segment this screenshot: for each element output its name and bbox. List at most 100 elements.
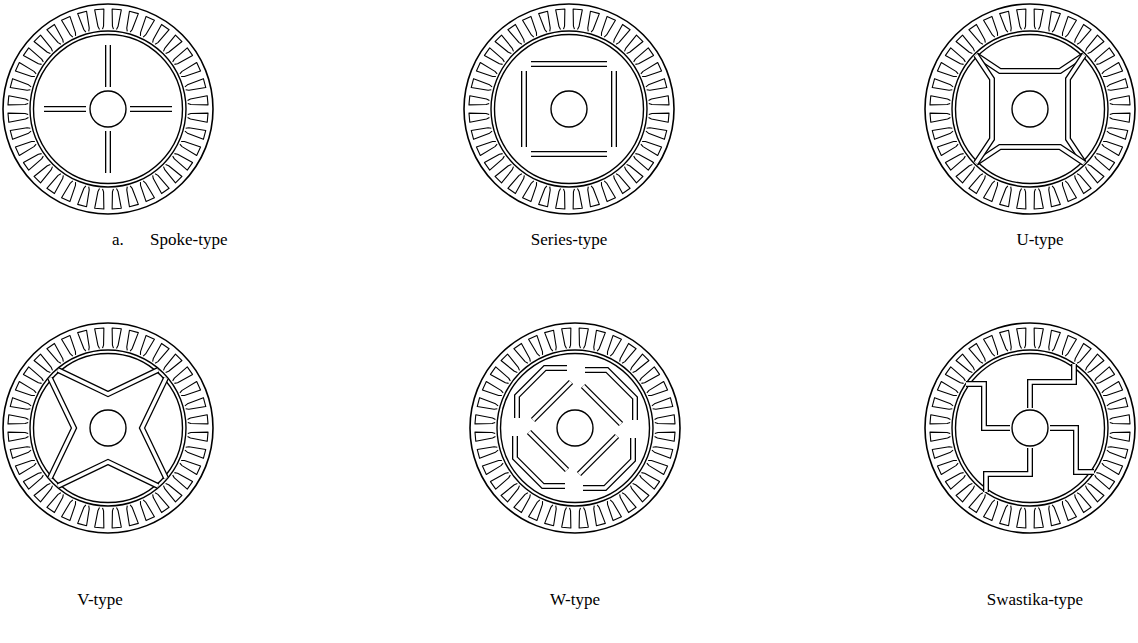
stator-slot xyxy=(482,460,503,474)
stator-slot xyxy=(607,335,621,356)
stator-bore xyxy=(30,31,186,187)
stator-slot xyxy=(601,16,615,37)
stator-slot xyxy=(62,335,76,356)
stator-slot xyxy=(95,9,104,29)
magnet-slot-inner xyxy=(515,436,565,486)
stator-slot xyxy=(180,382,201,396)
stator-slot xyxy=(634,48,654,64)
magnet-slot-inner xyxy=(522,71,525,147)
stator-slot xyxy=(112,9,121,29)
stator-slot xyxy=(655,432,675,441)
magnet-slot-inner xyxy=(579,436,617,474)
stator-slot xyxy=(514,493,530,513)
stator-slot xyxy=(471,79,492,91)
motor-w xyxy=(470,323,680,533)
stator-slot xyxy=(594,505,606,526)
stator-slot xyxy=(932,398,953,410)
stator-slot xyxy=(180,141,201,155)
stator-slot xyxy=(140,181,154,202)
rotor-outline xyxy=(956,354,1105,503)
magnet-slot xyxy=(58,462,158,486)
stator-slot xyxy=(640,367,660,383)
stator-slot xyxy=(634,154,654,170)
stator-slot xyxy=(1102,63,1123,77)
stator-slot xyxy=(1095,154,1115,170)
stator-slot xyxy=(1000,186,1012,207)
magnet-slot xyxy=(976,55,992,163)
stator-slot xyxy=(78,505,90,526)
stator-slot xyxy=(545,330,557,351)
motor-series xyxy=(464,4,674,214)
stator-slot xyxy=(482,382,503,396)
stator-slot xyxy=(185,128,206,140)
stator-bore xyxy=(952,31,1108,187)
stator-slot xyxy=(1017,9,1026,29)
stator-slot xyxy=(1110,113,1130,122)
stator-slot xyxy=(945,473,965,489)
stator-bore xyxy=(497,350,653,506)
stator-slot xyxy=(652,398,673,410)
stator-slot xyxy=(476,141,497,155)
stator-slot xyxy=(523,181,537,202)
stator-slot xyxy=(984,181,998,202)
stator-slot xyxy=(932,447,953,459)
figure-caption: W-type xyxy=(550,590,600,610)
stator-slot xyxy=(95,189,104,209)
stator-slot xyxy=(484,154,504,170)
stator-slot xyxy=(1034,9,1043,29)
rotor-outline xyxy=(501,354,650,503)
stator-slot xyxy=(932,128,953,140)
stator-slot xyxy=(173,367,193,383)
motor-u xyxy=(925,4,1135,214)
stator-slot xyxy=(594,330,606,351)
stator-slot xyxy=(640,473,660,489)
stator-slot xyxy=(1102,382,1123,396)
stator-slot xyxy=(1086,165,1104,183)
stator-slot xyxy=(1107,128,1128,140)
magnet-slot-inner xyxy=(976,55,1084,71)
stator-outline xyxy=(925,4,1135,214)
stator-slot xyxy=(62,500,76,521)
stator-slot xyxy=(607,500,621,521)
stator-slot xyxy=(164,354,182,372)
stator-slot xyxy=(1062,500,1076,521)
shaft xyxy=(557,410,593,446)
magnet-slot xyxy=(1030,364,1074,408)
rotor-outline xyxy=(495,35,644,184)
shaft xyxy=(90,91,126,127)
stator-slot xyxy=(471,128,492,140)
stator-slot xyxy=(614,24,630,44)
stator-slot xyxy=(173,473,193,489)
figure-caption: U-type xyxy=(1016,230,1063,250)
stator-slot xyxy=(1110,96,1130,105)
magnet-slot xyxy=(58,370,158,394)
list-marker: a. xyxy=(112,230,124,250)
magnet-slot-inner xyxy=(58,462,158,486)
stator-slot xyxy=(1034,189,1043,209)
stator-slot xyxy=(47,493,63,513)
stator-slot xyxy=(930,96,950,105)
stator-slot xyxy=(164,484,182,502)
stator-slot xyxy=(34,484,52,502)
stator-slot xyxy=(173,48,193,64)
stator-slot xyxy=(1086,354,1104,372)
magnet-slot-inner xyxy=(44,107,86,110)
stator-slot xyxy=(545,505,557,526)
magnet-slot-inner xyxy=(1050,428,1094,472)
stator-slot xyxy=(112,328,121,348)
shaft xyxy=(1012,410,1048,446)
stator-slot xyxy=(188,415,208,424)
magnet-slot xyxy=(533,382,571,420)
magnet-slot-inner xyxy=(529,432,567,470)
stator-slot xyxy=(475,432,495,441)
magnet-slot-inner xyxy=(531,62,607,65)
stator-slot xyxy=(1049,186,1061,207)
stator-slot xyxy=(984,335,998,356)
stator-slot xyxy=(78,330,90,351)
motor-v xyxy=(3,323,213,533)
stator-slot xyxy=(475,415,495,424)
stator-slot xyxy=(1086,484,1104,502)
stator-slot xyxy=(631,354,649,372)
stator-slot xyxy=(185,79,206,91)
stator-slot xyxy=(95,508,104,528)
